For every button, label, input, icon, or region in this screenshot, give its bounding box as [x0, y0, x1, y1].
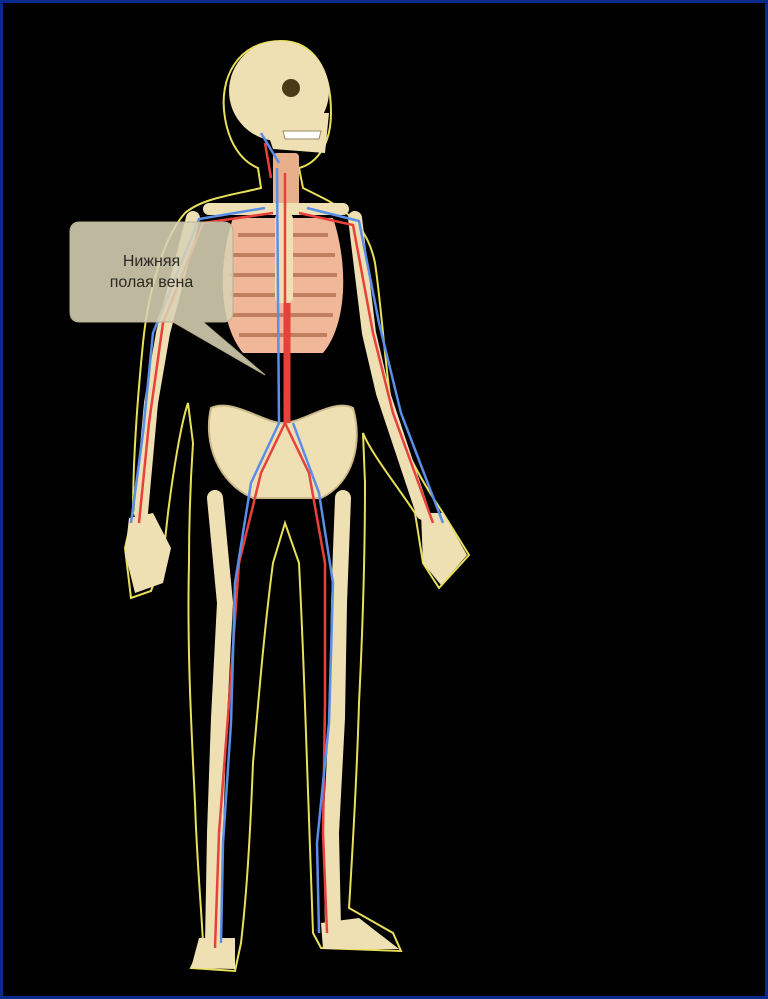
- callout-line-1: Нижняя: [110, 251, 194, 272]
- callout-bubble: [3, 3, 765, 996]
- diagram-frame: Нижняя полая вена: [3, 3, 765, 996]
- callout-line-2: полая вена: [110, 272, 194, 293]
- callout-label: Нижняя полая вена: [70, 222, 233, 322]
